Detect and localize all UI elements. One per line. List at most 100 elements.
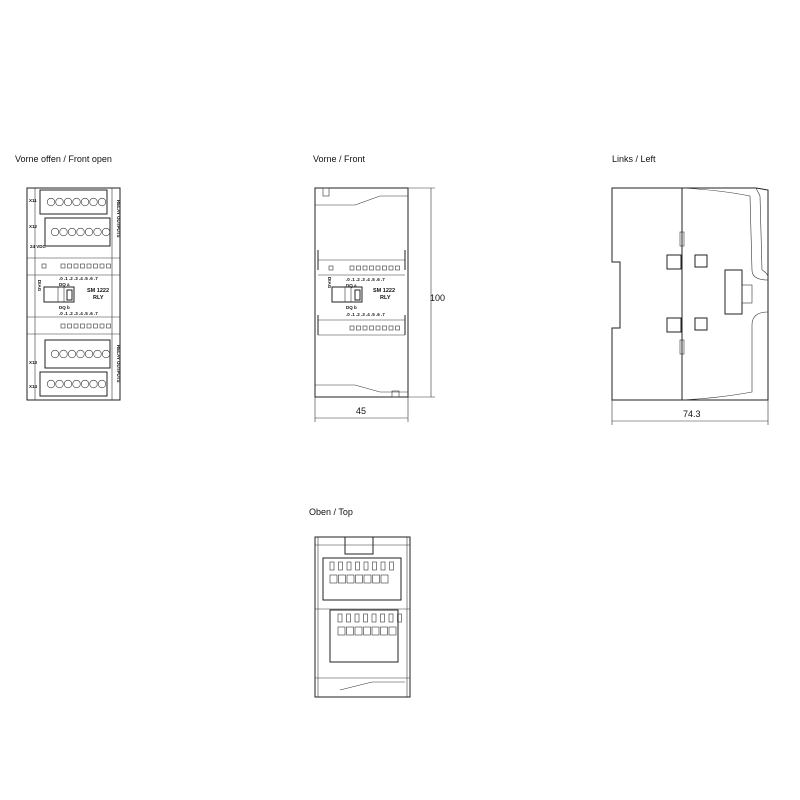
channel-led (93, 263, 98, 269)
terminal-slot (329, 561, 335, 571)
top-housing (314, 536, 411, 698)
terminal-opening (354, 626, 363, 636)
terminal-opening (363, 626, 371, 636)
channel-led (395, 265, 400, 271)
terminal-opening (388, 626, 397, 636)
label-dq-a: DQ a (59, 282, 70, 287)
channel-led (67, 263, 72, 269)
terminal-screw (84, 227, 94, 237)
terminal-screw (55, 379, 64, 389)
channel-led (356, 325, 361, 331)
terminal-opening (337, 626, 346, 636)
channel-led (60, 323, 66, 329)
terminal-opening (363, 574, 372, 584)
label-dq-b: DQ b (346, 305, 357, 310)
channel-led (99, 263, 105, 269)
terminal-screw (72, 197, 81, 207)
terminal-screw (97, 197, 107, 207)
terminal-slot (346, 561, 352, 571)
channel-led (60, 263, 66, 269)
bus-switch (43, 286, 75, 303)
left-title: Links / Left (612, 154, 656, 164)
depth-dimension: 74.3 (683, 409, 701, 419)
channel-led (362, 325, 368, 331)
terminal-slot (355, 561, 360, 571)
din-clip (724, 269, 743, 315)
height-dimension: 100 (430, 293, 445, 303)
channel-led (349, 325, 355, 331)
channel-led (106, 323, 111, 329)
terminal-screw (89, 379, 98, 389)
terminal-slot (380, 561, 386, 571)
terminal-opening (346, 574, 355, 584)
terminal-slot (397, 613, 402, 623)
top-title: Oben / Top (309, 507, 353, 517)
terminal-screw (55, 197, 64, 207)
terminal-screw (72, 379, 81, 389)
channel-labels-b: .0 .1 .2 .3 .4 .5 .6 .7 (346, 312, 385, 317)
terminal-slot (338, 561, 343, 571)
terminal-screw (63, 197, 73, 207)
channel-led (395, 325, 400, 331)
label-supply: 24 VDC (30, 244, 47, 249)
terminal-screw (76, 349, 85, 359)
channel-led (382, 325, 387, 331)
terminal-screw (80, 379, 90, 389)
channel-labels-a: .0 .1 .2 .3 .4 .5 .6 .7 (346, 277, 385, 282)
front-open-view: Vorne offen / Front open X11 X12 X13 X14… (15, 154, 121, 401)
terminal-slot (363, 561, 369, 571)
label-relay-outputs-top: RELAY OUTPUTS (116, 200, 121, 238)
channel-led (375, 325, 381, 331)
channel-led (73, 263, 79, 269)
label-diag: DIAG (327, 277, 332, 289)
terminal-screw (46, 379, 56, 389)
front-open-housing (26, 187, 121, 401)
channel-led (369, 265, 374, 271)
terminal-slot (372, 561, 377, 571)
type-label: RLY (380, 295, 391, 301)
label-dq-a: DQ a (346, 283, 357, 288)
width-dimension: 45 (356, 406, 366, 416)
terminal-screw (59, 227, 68, 237)
label-dq-b: DQ b (59, 305, 70, 310)
channel-led (362, 265, 368, 271)
front-open-title: Vorne offen / Front open (15, 154, 112, 164)
channel-led (86, 263, 92, 269)
terminal-screw (46, 197, 56, 207)
status-leds (41, 263, 111, 329)
diag-led (328, 265, 334, 271)
terminal-slot (354, 613, 360, 623)
channel-led (93, 323, 98, 329)
channel-led (369, 325, 374, 331)
terminal-screw (59, 349, 68, 359)
label-x11: X11 (29, 198, 37, 203)
terminal-screw (67, 227, 77, 237)
channel-led (67, 323, 72, 329)
channel-led (388, 265, 394, 271)
channel-labels-a: .0 .1 .2 .3 .4 .5 .6 .7 (59, 276, 98, 281)
terminal-slot (388, 613, 394, 623)
channel-led (388, 325, 394, 331)
bus-switch (331, 286, 363, 303)
terminal-block-x11 (39, 189, 108, 215)
terminal-slot (346, 613, 351, 623)
terminal-screw (63, 379, 73, 389)
type-label: RLY (93, 295, 104, 301)
terminal-opening (329, 574, 338, 584)
terminal-screw (101, 227, 111, 237)
label-relay-outputs-bottom: RELAY OUTPUTS (116, 345, 121, 383)
channel-led (375, 265, 381, 271)
label-diag: DIAG (37, 280, 42, 292)
channel-led (382, 265, 387, 271)
terminal-screw (101, 349, 111, 359)
terminal-slot (389, 561, 394, 571)
terminal-screw (93, 349, 102, 359)
front-title: Vorne / Front (313, 154, 366, 164)
terminal-opening (355, 574, 363, 584)
status-leds (328, 265, 400, 331)
channel-labels-b: .0 .1 .2 .3 .4 .5 .6 .7 (59, 311, 98, 316)
channel-led (73, 323, 79, 329)
terminal-opening (346, 626, 354, 636)
terminal-slot (371, 613, 377, 623)
